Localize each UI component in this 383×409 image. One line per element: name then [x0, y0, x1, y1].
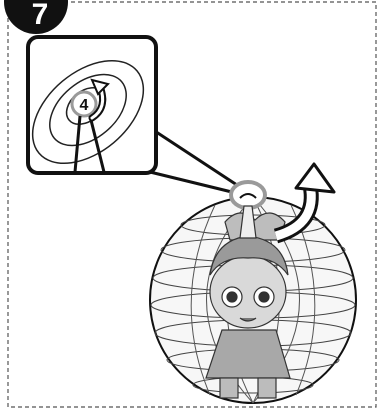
step-badge: 7 — [4, 0, 68, 34]
lol-ball — [150, 182, 356, 403]
step-number: 7 — [32, 0, 49, 31]
inset-dial-number: 4 — [80, 97, 89, 114]
inset-detail-box: 4 — [13, 37, 162, 184]
